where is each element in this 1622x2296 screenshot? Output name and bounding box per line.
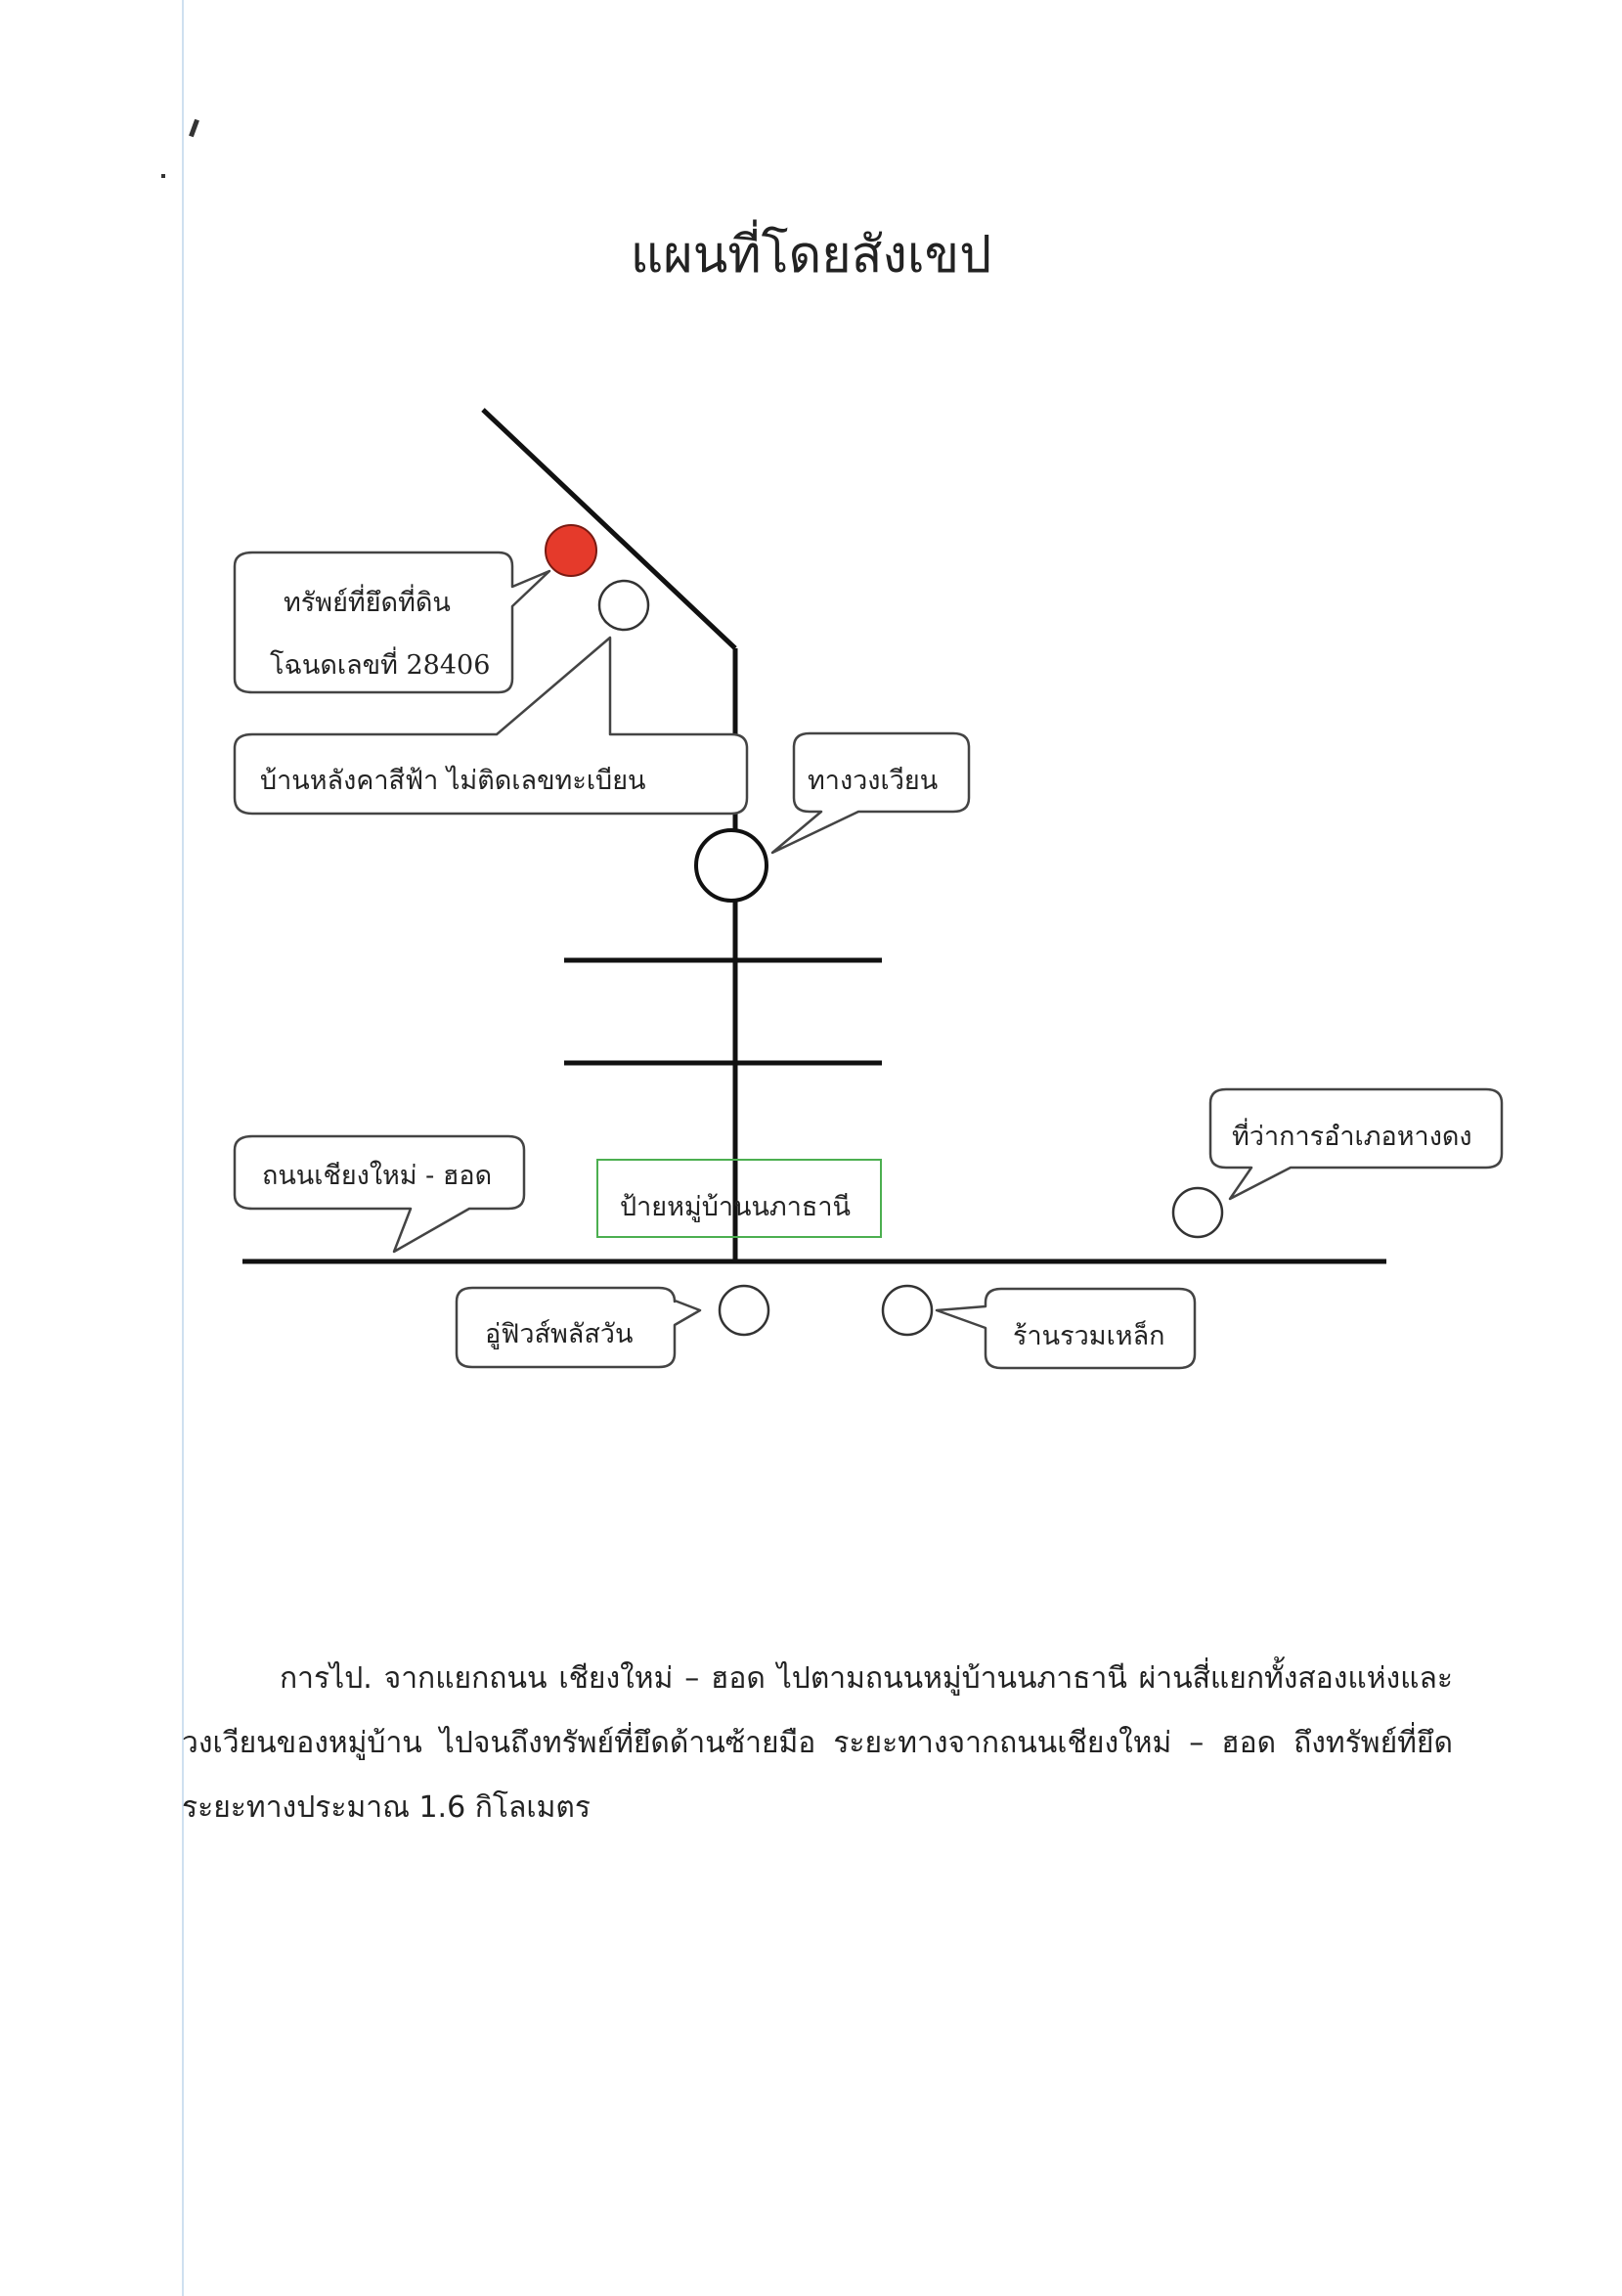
directions-text: การไป. จากแยกถนน เชียงใหม่ – ฮอด ไปตามถน… <box>182 1661 1453 1825</box>
property-callout <box>233 551 551 694</box>
district-office-callout <box>1208 1087 1504 1201</box>
steel-shop-callout <box>935 1287 1197 1370</box>
property-marker <box>545 524 597 577</box>
directions-paragraph: การไป. จากแยกถนน เชียงใหม่ – ฮอด ไปตามถน… <box>182 1647 1453 1840</box>
garage-label: อู่ฟิวส์พลัสวัน <box>485 1319 634 1349</box>
village-sign-label: ป้ายหมู่บ้านนภาธานี <box>620 1192 851 1222</box>
garage-marker <box>718 1284 770 1337</box>
district-office-marker <box>1171 1186 1224 1239</box>
house-label: บ้านหลังคาสีฟ้า ไม่ติดเลขทะเบียน <box>260 766 646 796</box>
upper-diagonal-road <box>481 408 737 650</box>
scan-dot <box>161 174 165 178</box>
steel-shop-label: ร้านรวมเหล็ก <box>1013 1321 1165 1351</box>
steel-shop-marker <box>881 1284 934 1337</box>
roundabout-callout <box>770 731 971 855</box>
roundabout-label: ทางวงเวียน <box>808 766 939 796</box>
main-road-callout <box>233 1134 526 1254</box>
property-label-line1: ทรัพย์ที่ยึดที่ดิน <box>284 588 451 618</box>
property-label-line2: โฉนดเลขที่ 28406 <box>270 650 491 681</box>
district-office-label: ที่ว่าการอำเภอหางดง <box>1232 1122 1472 1152</box>
page-title: แผนที่โดยสังเขป <box>630 226 992 285</box>
garage-callout <box>455 1286 702 1369</box>
page-margin-line <box>182 0 184 2296</box>
house-callout <box>233 636 749 816</box>
roundabout-circle <box>694 828 768 903</box>
house-marker <box>597 579 650 632</box>
main-road-label: ถนนเชียงใหม่ - ฮอด <box>262 1161 493 1191</box>
village-sign-box <box>596 1159 882 1238</box>
